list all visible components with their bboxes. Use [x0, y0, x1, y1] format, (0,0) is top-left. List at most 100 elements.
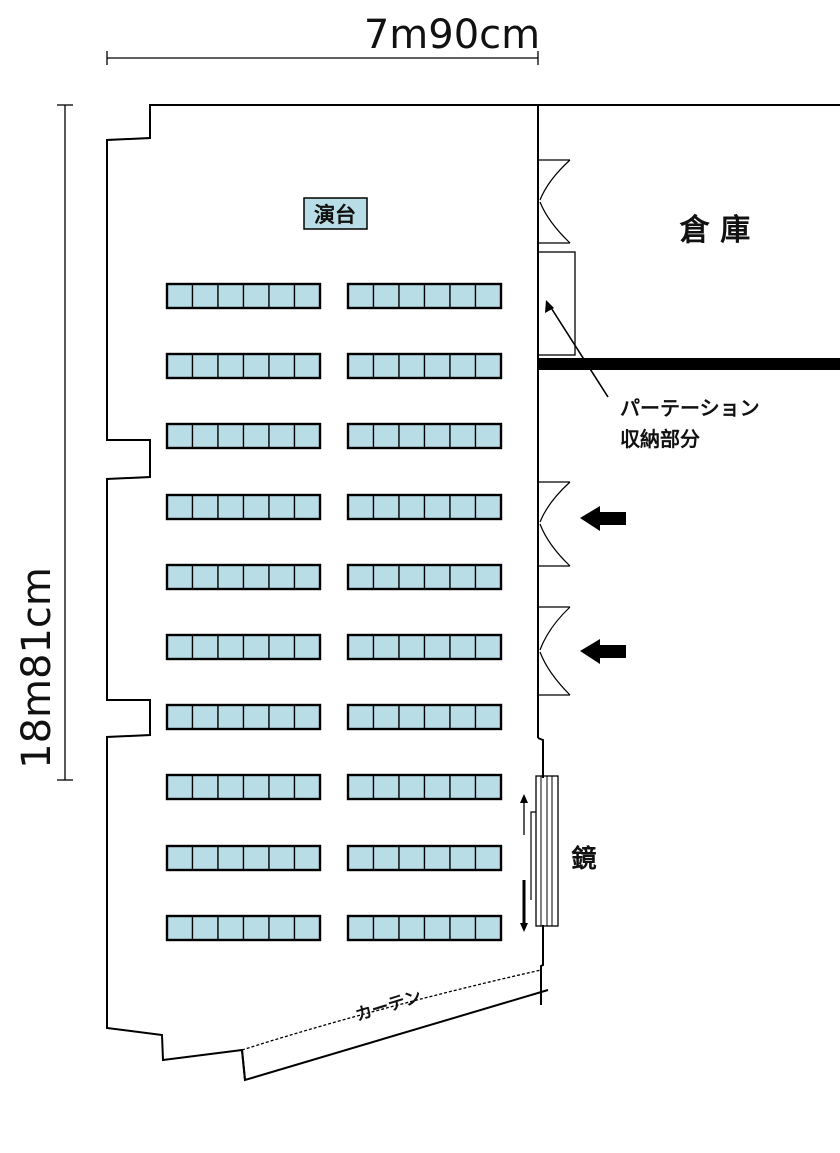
- desk-seat: [166, 634, 194, 660]
- desk-seat: [166, 704, 194, 730]
- desk-block: [165, 563, 322, 591]
- desk-row: [165, 703, 503, 731]
- desk-block: [165, 633, 322, 661]
- desk-frame: [165, 844, 322, 872]
- desk-seat: [372, 634, 400, 660]
- desk-seat: [372, 704, 400, 730]
- desk-seat: [293, 845, 321, 871]
- desk-seat: [347, 283, 375, 309]
- desk-block: [165, 914, 322, 942]
- desk-block: [346, 844, 503, 872]
- desk-seat: [398, 704, 426, 730]
- desk-seat: [449, 634, 477, 660]
- entrance-door-2: [538, 606, 571, 696]
- desk-row: [165, 352, 503, 380]
- desk-seat: [474, 353, 502, 379]
- partition-storage: [537, 251, 576, 356]
- width-dimension: 7m90cm: [106, 12, 540, 65]
- desk-seat: [449, 494, 477, 520]
- desk-seat: [398, 634, 426, 660]
- desk-seat: [449, 283, 477, 309]
- desk-seat: [191, 283, 219, 309]
- desk-seat: [293, 283, 321, 309]
- stage-label: 演台: [314, 203, 356, 227]
- desk-seat: [293, 494, 321, 520]
- desk-seat: [268, 353, 296, 379]
- desk-seat: [191, 845, 219, 871]
- mirror-label: 鏡: [571, 844, 596, 873]
- desk-seat: [474, 494, 502, 520]
- desk-seat: [191, 353, 219, 379]
- desk-seat: [423, 774, 451, 800]
- desk-block: [346, 633, 503, 661]
- desk-seat: [474, 704, 502, 730]
- desk-frame: [346, 352, 503, 380]
- desk-seat: [347, 353, 375, 379]
- partition-pointer: [545, 300, 609, 398]
- desk-seat: [268, 494, 296, 520]
- desk-seat: [449, 423, 477, 449]
- desk-seat: [474, 283, 502, 309]
- room-walls: [106, 104, 549, 1082]
- desk-seat: [347, 704, 375, 730]
- desk-seat: [268, 283, 296, 309]
- desk-seat: [242, 915, 270, 941]
- desk-frame: [165, 633, 322, 661]
- desk-seat: [268, 564, 296, 590]
- desk-seat: [191, 564, 219, 590]
- entrance-door-1: [538, 481, 571, 567]
- desk-seat: [398, 353, 426, 379]
- entrance-arrow-icon: [580, 639, 626, 664]
- desk-seat: [166, 283, 194, 309]
- desk-block: [165, 422, 322, 450]
- desk-seat: [293, 353, 321, 379]
- desk-seat: [217, 634, 245, 660]
- desk-block: [346, 914, 503, 942]
- desk-seat: [293, 564, 321, 590]
- desk-seat: [347, 774, 375, 800]
- desk-seat: [372, 494, 400, 520]
- desk-seat: [474, 423, 502, 449]
- desk-seat: [191, 915, 219, 941]
- desk-block: [165, 282, 322, 310]
- seating-area: [165, 282, 503, 942]
- desk-seat: [191, 704, 219, 730]
- desk-block: [346, 563, 503, 591]
- desk-seat: [423, 704, 451, 730]
- desk-frame: [165, 914, 322, 942]
- desk-seat: [423, 494, 451, 520]
- desk-seat: [398, 915, 426, 941]
- desk-block: [346, 773, 503, 801]
- desk-row: [165, 914, 503, 942]
- desk-frame: [346, 844, 503, 872]
- desk-seat: [474, 915, 502, 941]
- desk-frame: [165, 563, 322, 591]
- desk-seat: [293, 704, 321, 730]
- desk-seat: [372, 353, 400, 379]
- desk-seat: [423, 564, 451, 590]
- desk-seat: [242, 494, 270, 520]
- desk-seat: [474, 634, 502, 660]
- desk-seat: [268, 915, 296, 941]
- desk-seat: [293, 634, 321, 660]
- desk-seat: [347, 564, 375, 590]
- height-label: 18m81cm: [14, 567, 60, 769]
- desk-seat: [398, 564, 426, 590]
- desk-seat: [217, 423, 245, 449]
- desk-seat: [449, 774, 477, 800]
- desk-seat: [423, 283, 451, 309]
- desk-row: [165, 844, 503, 872]
- desk-frame: [165, 422, 322, 450]
- desk-seat: [347, 915, 375, 941]
- desk-seat: [217, 353, 245, 379]
- desk-seat: [191, 634, 219, 660]
- partition-label-line2: 収納部分: [620, 427, 700, 451]
- desk-seat: [268, 423, 296, 449]
- desk-row: [165, 493, 503, 521]
- desk-seat: [217, 494, 245, 520]
- desk-seat: [217, 564, 245, 590]
- desk-seat: [166, 564, 194, 590]
- desk-seat: [293, 774, 321, 800]
- desk-frame: [346, 633, 503, 661]
